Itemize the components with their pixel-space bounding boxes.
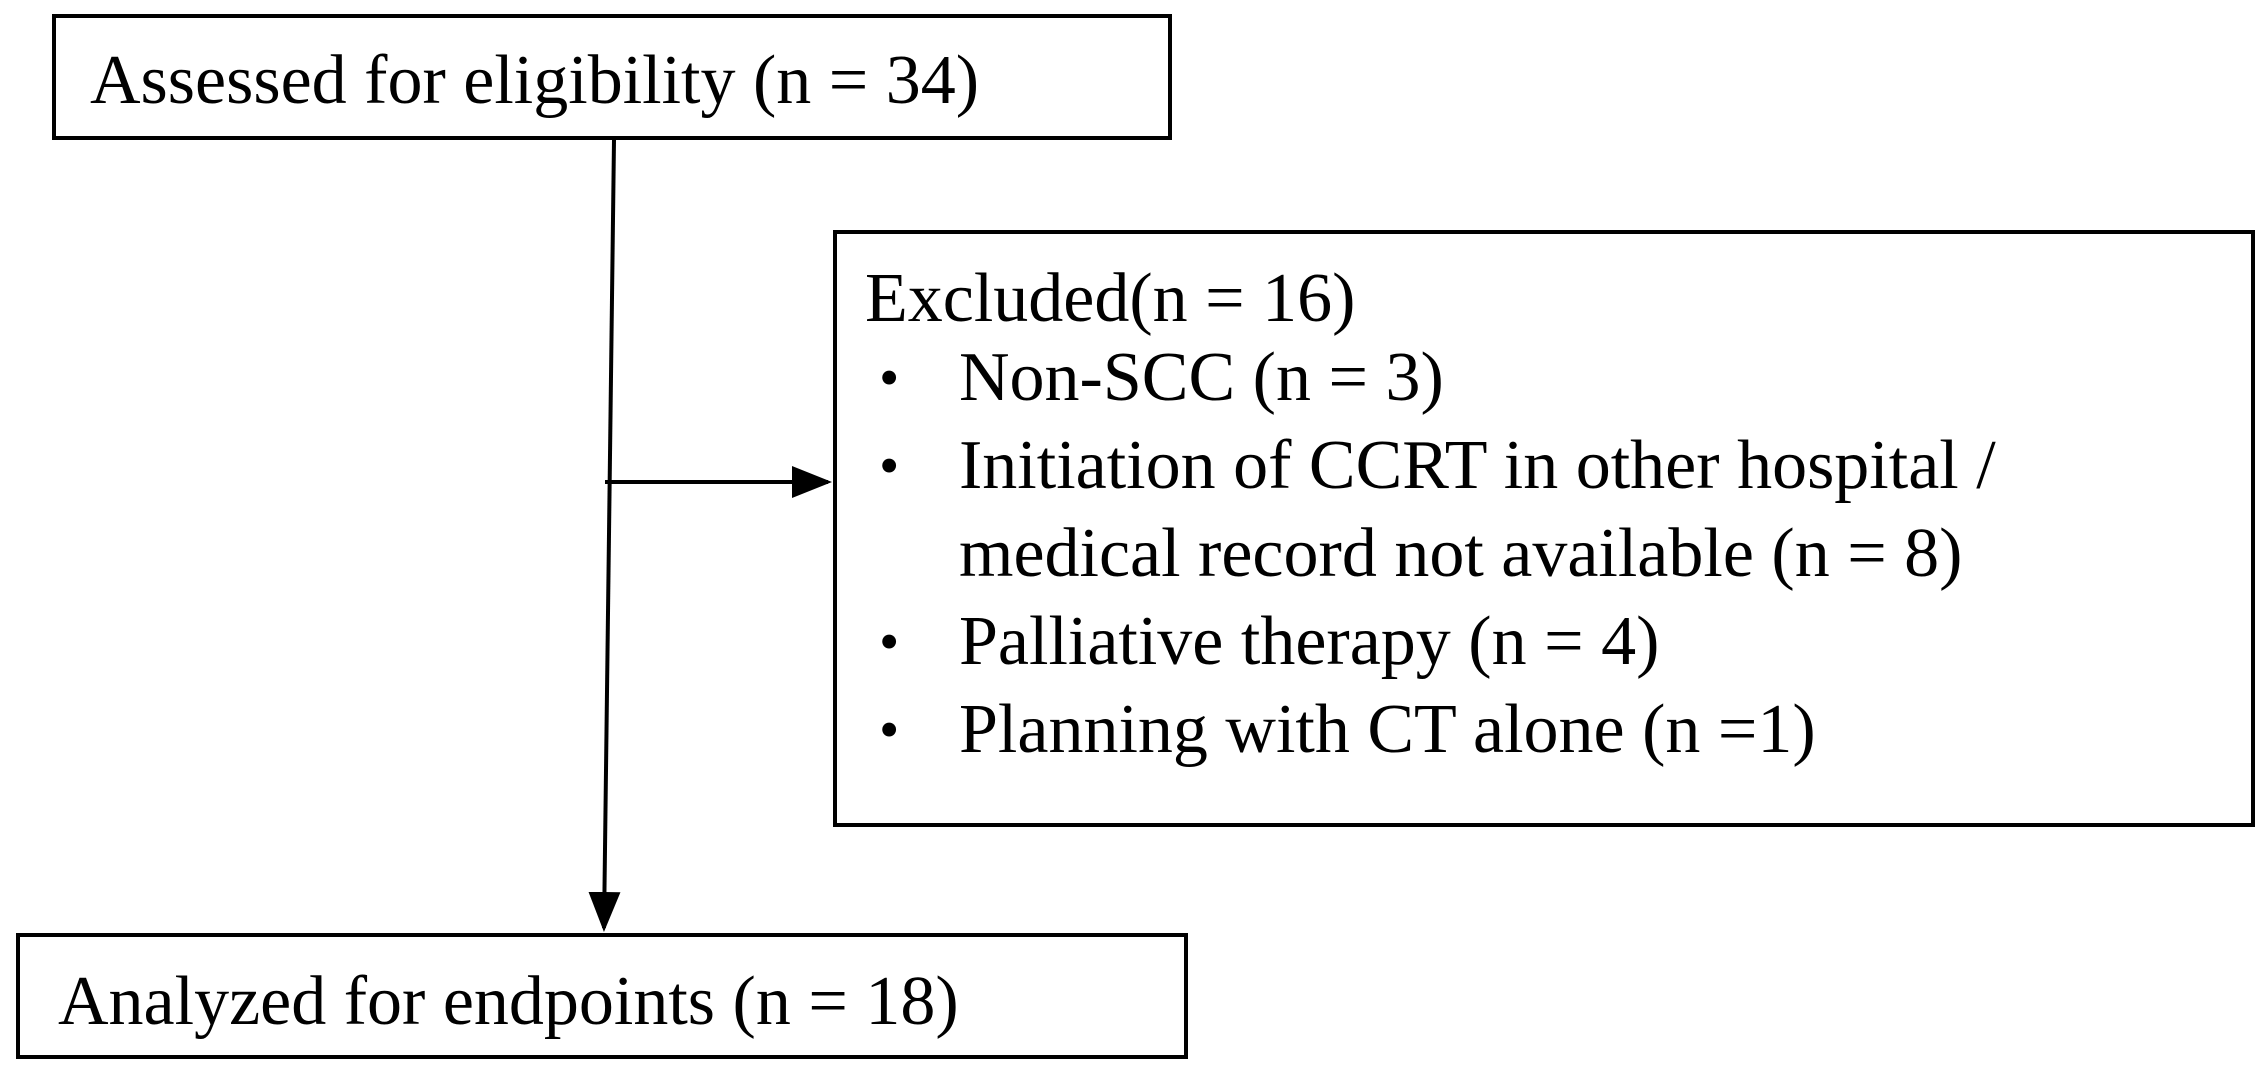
exclusion-reason-text: Non-SCC (n = 3)	[959, 339, 1444, 416]
exclusion-reason: • Non-SCC (n = 3)	[865, 334, 2251, 422]
main-flow-arrow	[588, 139, 621, 932]
excluded-box: Excluded(n = 16) • Non-SCC (n = 3) • Ini…	[833, 230, 2255, 827]
assessed-label: Assessed for eligibility (n = 34)	[90, 42, 980, 119]
assessed-box: Assessed for eligibility (n = 34)	[52, 14, 1172, 140]
exclusion-reason-text-line-2: medical record not available (n = 8)	[959, 515, 1963, 592]
bullet-icon: •	[879, 433, 900, 498]
exclusion-reason-text: Palliative therapy (n = 4)	[959, 603, 1660, 680]
analyzed-label: Analyzed for endpoints (n = 18)	[58, 963, 959, 1040]
exclusion-reason-text: Planning with CT alone (n =1)	[959, 691, 1816, 768]
bullet-icon: •	[879, 345, 900, 410]
analyzed-box: Analyzed for endpoints (n = 18)	[16, 933, 1188, 1059]
excluded-title: Excluded(n = 16)	[865, 260, 1356, 337]
exclusion-reason: • Initiation of CCRT in other hospital /…	[865, 422, 2251, 598]
exclusion-reason-text-line-1: Initiation of CCRT in other hospital /	[959, 427, 1996, 504]
exclusion-reason: • Palliative therapy (n = 4)	[865, 598, 2251, 686]
bullet-icon: •	[879, 697, 900, 762]
exclusion-reasons-list: • Non-SCC (n = 3) • Initiation of CCRT i…	[865, 334, 2251, 774]
bullet-icon: •	[879, 609, 900, 674]
exclusion-reason: • Planning with CT alone (n =1)	[865, 686, 2251, 774]
